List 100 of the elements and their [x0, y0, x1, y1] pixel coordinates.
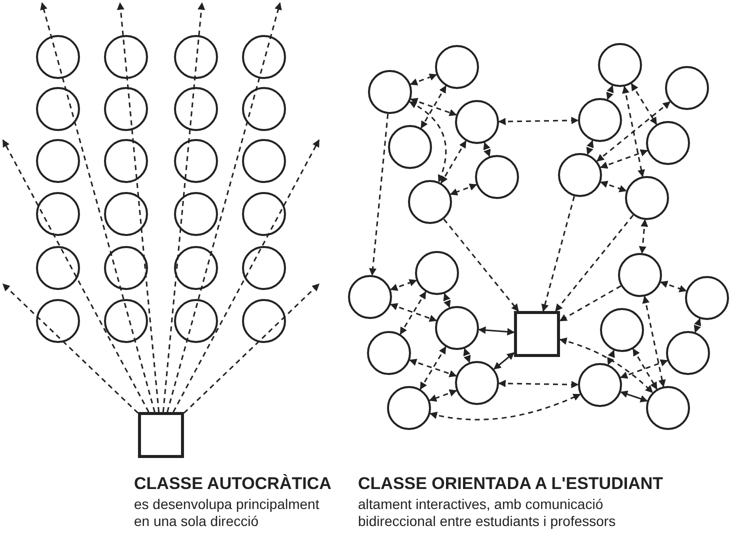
description: es desenvolupa principalment en una sola direcció — [134, 496, 320, 530]
square-node — [514, 311, 560, 357]
circle-node — [36, 246, 80, 290]
dashed-arrow — [172, 139, 320, 412]
circle-node — [104, 87, 148, 131]
circle-node — [242, 87, 286, 131]
dashed-arrow — [409, 101, 447, 182]
dashed-arrow — [638, 219, 648, 254]
circle-node — [174, 192, 218, 236]
circle-node — [242, 299, 286, 343]
circle-node — [600, 308, 644, 352]
dashed-arrow — [443, 218, 519, 312]
circle-node — [388, 125, 432, 169]
circle-node — [348, 275, 392, 319]
dashed-arrow — [586, 140, 594, 156]
circle-node — [435, 45, 479, 89]
circle-node — [367, 331, 411, 375]
dashed-arrow — [498, 380, 579, 388]
dashed-arrow — [183, 283, 320, 414]
heading: CLASSE AUTOCRÀTICA — [134, 474, 332, 494]
circle-node — [36, 35, 80, 79]
circle-node — [435, 306, 479, 350]
dashed-arrow — [390, 279, 417, 291]
dashed-arrow — [660, 280, 687, 292]
dashed-arrow — [443, 292, 451, 308]
dashed-arrow — [498, 116, 579, 126]
circle-node — [104, 246, 148, 290]
dashed-arrow — [369, 114, 389, 276]
circle-node — [36, 192, 80, 236]
circle-node — [36, 87, 80, 131]
dashed-arrow — [2, 139, 150, 412]
circle-node — [174, 87, 218, 131]
dashed-arrow — [440, 140, 466, 184]
square-node — [138, 412, 184, 458]
dashed-arrow — [463, 348, 471, 364]
dashed-arrow — [390, 303, 437, 322]
dashed-arrow — [428, 389, 458, 402]
circle-node — [242, 192, 286, 236]
dashed-arrow — [483, 142, 491, 158]
dashed-arrow — [642, 296, 666, 388]
dashed-arrow — [420, 85, 446, 129]
dashed-arrow — [606, 84, 614, 100]
circle-node — [36, 139, 80, 183]
dashed-arrow — [620, 359, 668, 379]
circle-node — [578, 363, 622, 407]
dashed-arrow — [622, 86, 645, 178]
circle-node — [36, 299, 80, 343]
circle-node — [598, 43, 642, 87]
circle-node — [174, 35, 218, 79]
circle-node — [578, 98, 622, 142]
dashed-arrow — [430, 394, 581, 420]
circle-node — [242, 35, 286, 79]
circle-node — [415, 251, 459, 295]
circle-node — [104, 192, 148, 236]
circle-node — [104, 35, 148, 79]
circle-node — [646, 121, 690, 165]
dashed-arrow — [410, 74, 438, 86]
circle-node — [174, 139, 218, 183]
dashed-arrow — [420, 346, 446, 390]
dashed-arrow — [630, 83, 658, 125]
arrow — [493, 352, 515, 370]
circle-node — [242, 246, 286, 290]
circle-node — [104, 139, 148, 183]
dashed-arrow — [400, 291, 426, 335]
circle-node — [625, 176, 669, 220]
dashed-arrow — [450, 184, 478, 196]
dashed-arrow — [166, 2, 282, 412]
dashed-arrow — [409, 358, 457, 378]
circle-node — [455, 361, 499, 405]
circle-node — [475, 155, 519, 199]
circle-node — [368, 70, 412, 114]
dashed-arrow — [116, 2, 160, 412]
dashed-arrow — [2, 283, 139, 414]
dashed-arrow — [596, 101, 670, 162]
circle-node — [685, 276, 729, 320]
arrow — [620, 390, 648, 402]
dashed-arrow — [40, 2, 156, 412]
dashed-arrow — [410, 98, 457, 116]
dashed-arrow — [607, 350, 615, 366]
dashed-arrow — [541, 196, 575, 312]
circle-node — [174, 246, 218, 290]
circle-node — [665, 66, 709, 110]
arrow — [478, 326, 515, 336]
circle-node — [666, 331, 710, 375]
circle-node — [455, 100, 499, 144]
circle-node — [104, 299, 148, 343]
dashed-arrow — [600, 180, 627, 192]
circle-node — [558, 153, 602, 197]
dashed-arrow — [559, 338, 653, 393]
circle-node — [387, 386, 431, 430]
dashed-arrow — [559, 285, 622, 322]
heading: CLASSE ORIENTADA A L'ESTUDIANT — [358, 474, 664, 494]
circle-node — [174, 299, 218, 343]
description: altament interactives, amb comunicació bidireccional entre estudiants i professors — [358, 496, 617, 530]
dashed-arrow — [555, 214, 634, 312]
circle-node — [618, 253, 662, 297]
dashed-arrow — [632, 348, 658, 390]
circle-node — [242, 139, 286, 183]
circle-node — [408, 180, 452, 224]
circle-node — [646, 386, 690, 430]
